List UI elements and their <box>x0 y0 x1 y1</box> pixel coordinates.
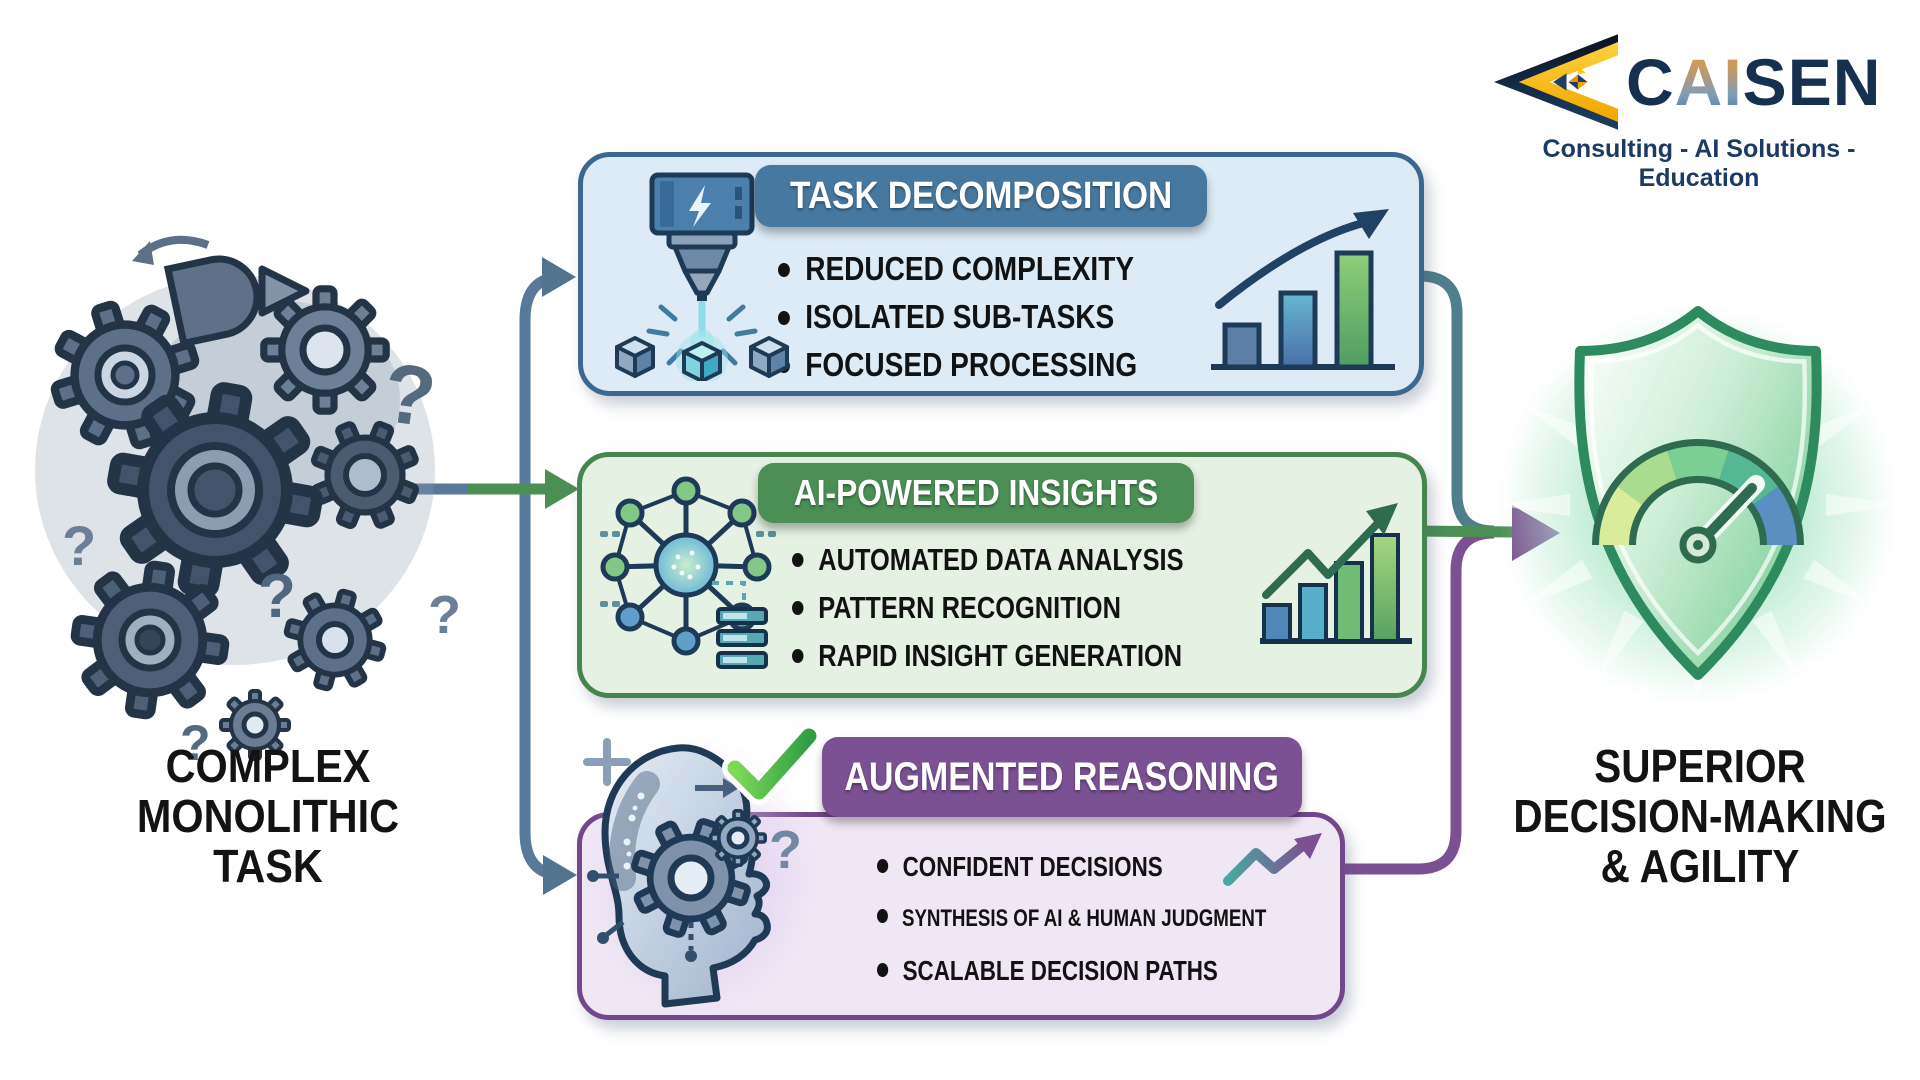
branch-bottom-line <box>519 489 563 881</box>
source-label: COMPLEX MONOLITHIC TASK <box>40 741 496 891</box>
brand-name: CAISEN <box>1626 45 1882 119</box>
bullet-item: SCALABLE DECISION PATHS <box>877 945 1276 997</box>
merge-bottom-line <box>1333 527 1495 875</box>
nested-arrow-left-icon <box>1494 34 1618 130</box>
outcome-label-line: & AGILITY <box>1600 840 1800 892</box>
arrow-to-box3 <box>543 855 577 895</box>
box-title: AUGMENTED REASONING <box>844 754 1280 799</box>
bullet-list: REDUCED COMPLEXITY ISOLATED SUB-TASKS FO… <box>778 245 1201 389</box>
svg-text:?: ? <box>180 715 211 765</box>
rising-bar-chart-icon <box>1211 209 1395 370</box>
outcome-label: SUPERIOR DECISION-MAKING & AGILITY <box>1480 741 1920 891</box>
bullet-item: AUTOMATED DATA ANALYSIS <box>792 536 1183 584</box>
bullet-item: REDUCED COMPLEXITY <box>778 245 1137 293</box>
bullet-item: PATTERN RECOGNITION <box>792 584 1184 632</box>
brand-ai-letters: AI <box>1674 45 1743 119</box>
neural-network-icon <box>600 476 776 669</box>
svg-text:?: ? <box>769 820 802 880</box>
task-decomposition-box: TASK DECOMPOSITION REDUCED COMPLEXITY IS… <box>578 152 1424 396</box>
svg-text:?: ? <box>258 562 296 631</box>
bullet-item: CONFIDENT DECISIONS <box>877 841 1276 893</box>
brand-logo: CAISEN Consulting - AI Solutions - Educa… <box>1494 34 1904 193</box>
svg-text:?: ? <box>428 585 461 645</box>
arrow-to-box1 <box>542 257 576 297</box>
box-title: AI-POWERED INSIGHTS <box>793 472 1159 513</box>
outcome-label-line: DECISION-MAKING <box>1513 790 1887 842</box>
svg-text:?: ? <box>62 514 96 577</box>
bullet-list: CONFIDENT DECISIONS SYNTHESIS OF AI & HU… <box>877 841 1376 997</box>
ai-head-checkmark-icon: ? <box>583 726 821 1018</box>
box-title: TASK DECOMPOSITION <box>789 174 1173 217</box>
outcome-label-line: SUPERIOR <box>1594 740 1806 792</box>
source-label-line: MONOLITHIC <box>136 790 400 842</box>
bullet-list: AUTOMATED DATA ANALYSIS PATTERN RECOGNIT… <box>792 536 1270 680</box>
bullet-item: SYNTHESIS OF AI & HUMAN JUDGMENT <box>877 893 1266 945</box>
tangled-gears-icon: ? ? ? ? ? <box>20 235 461 765</box>
rising-bar-chart-zigzag-icon <box>1260 503 1412 644</box>
box-title-pill: AI-POWERED INSIGHTS <box>758 463 1194 523</box>
bullet-item: FOCUSED PROCESSING <box>778 341 1137 389</box>
shield-gauge-icon <box>1493 300 1903 710</box>
ai-powered-insights-box: AI-POWERED INSIGHTS AUTOMATED DATA ANALY… <box>577 452 1427 698</box>
bullet-item: ISOLATED SUB-TASKS <box>778 293 1137 341</box>
source-label-line: TASK <box>213 840 323 892</box>
branch-top-line <box>519 271 563 489</box>
checkmark-icon <box>722 726 821 805</box>
laser-splitting-cubes-icon <box>615 172 789 381</box>
brand-tagline: Consulting - AI Solutions - Education <box>1542 135 1856 192</box>
box-title-pill: TASK DECOMPOSITION <box>755 165 1207 227</box>
box-title-pill: AUGMENTED REASONING <box>822 737 1302 817</box>
arrow-to-box2 <box>545 469 579 509</box>
bullet-item: RAPID INSIGHT GENERATION <box>792 632 1184 680</box>
merge-mid-line <box>1414 525 1513 538</box>
zigzag-trend-arrow-icon <box>1223 833 1322 886</box>
source-label-line: COMPLEX <box>165 740 371 792</box>
